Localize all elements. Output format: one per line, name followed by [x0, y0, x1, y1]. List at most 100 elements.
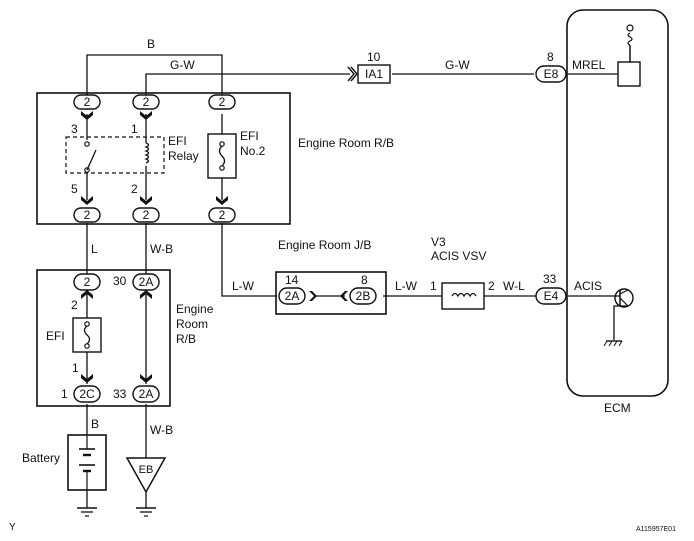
efi-relay-label: EFI [168, 134, 187, 148]
connector-2a-lower-upper: 2A [132, 273, 160, 291]
connector-2-top-mid: 2 [132, 94, 160, 110]
vsv-name-label: ACIS VSV [431, 249, 486, 263]
wire-gw-top [145, 73, 350, 97]
pin-label: 1 [61, 387, 68, 401]
connector-2-lower-left: 2 [73, 273, 101, 291]
connector-2-bottom-mid: 2 [132, 207, 160, 223]
chevron-icon [216, 196, 228, 205]
engine-room-rb-upper-box [36, 92, 291, 225]
engine-room-rb-lower-label: R/B [176, 332, 196, 346]
pin-label: 33 [113, 387, 127, 401]
pin-label: 2 [71, 298, 78, 312]
chevron-icon [140, 374, 152, 383]
svg-text:2: 2 [143, 95, 150, 109]
pin-label: 2 [488, 279, 495, 293]
ground-icon [77, 507, 97, 517]
chevron-icon [140, 196, 152, 205]
efi-fuse [72, 317, 102, 353]
svg-text:2C: 2C [79, 387, 95, 401]
connector-2-bottom-right: 2 [208, 207, 236, 223]
pin-label: 1 [72, 361, 79, 375]
wire-label: L [91, 242, 98, 256]
battery-icon [67, 434, 107, 491]
chevron-icon [309, 291, 317, 301]
chevron-icon [81, 290, 93, 299]
pin-label: 5 [71, 182, 78, 196]
mrel-driver-icon [617, 24, 641, 87]
ground-eb-label: EB [139, 464, 154, 476]
chevron-icon [140, 290, 152, 299]
wire-lw-left [221, 223, 277, 297]
ground-eb-icon [125, 457, 167, 494]
connector-2-bottom-left: 2 [73, 207, 101, 223]
transistor-icon [603, 288, 634, 347]
connector-2a-jb: 2A [278, 287, 306, 305]
svg-text:2: 2 [219, 208, 226, 222]
pin-label: 8 [547, 50, 554, 64]
efi-relay-label: Relay [168, 149, 199, 163]
pin-label: 30 [113, 274, 127, 288]
svg-text:2B: 2B [356, 289, 371, 303]
wire-b-top [86, 54, 223, 97]
wire-label: B [147, 37, 155, 51]
svg-text:2A: 2A [139, 275, 154, 289]
ecm-label: ECM [604, 401, 631, 415]
svg-text:2: 2 [219, 95, 226, 109]
efi-no2-label: EFI [240, 129, 259, 143]
engine-room-rb-lower-label: Engine [176, 302, 214, 316]
efi-no2-fuse [207, 133, 237, 179]
svg-text:2: 2 [84, 275, 91, 289]
chevron-icon [81, 374, 93, 383]
acis-vsv-coil [441, 282, 485, 310]
connector-2-top-right: 2 [208, 94, 236, 110]
efi-fuse-label: EFI [46, 329, 65, 343]
wire-label: B [91, 417, 99, 431]
svg-text:2A: 2A [285, 289, 300, 303]
wire-label: W-B [150, 423, 173, 437]
pin-label: 1 [430, 279, 437, 293]
wire-label: G-W [445, 58, 470, 72]
pin-label: 1 [131, 122, 138, 136]
chevron-icon [81, 111, 93, 120]
wire-label: G-W [170, 58, 195, 72]
svg-text:E8: E8 [544, 67, 559, 81]
engine-room-rb-lower-box [36, 269, 171, 407]
svg-text:2: 2 [143, 208, 150, 222]
efi-relay [65, 136, 165, 174]
wire-label: ACIS [574, 279, 602, 293]
pin-label: 3 [71, 122, 78, 136]
engine-room-jb-box [275, 271, 387, 315]
connector-2-top-left: 2 [73, 94, 101, 110]
wire-label: W-B [150, 242, 173, 256]
engine-room-rb-upper-label: Engine Room R/B [298, 136, 394, 150]
svg-text:IA1: IA1 [365, 67, 383, 81]
chevron-icon [340, 291, 348, 301]
ecm-box [566, 9, 669, 397]
pin-label: 14 [285, 273, 299, 287]
corner-mark: Y [9, 522, 16, 533]
pin-label: 8 [361, 273, 368, 287]
wire-label: L-W [395, 279, 418, 293]
connector-ia1: IA1 [347, 64, 391, 84]
svg-text:2: 2 [84, 208, 91, 222]
ground-icon [136, 507, 156, 517]
svg-text:2: 2 [84, 95, 91, 109]
wire-label: MREL [572, 58, 606, 72]
pin-label: 2 [131, 182, 138, 196]
svg-text:2A: 2A [139, 387, 154, 401]
battery-label: Battery [22, 451, 60, 465]
wire-label: L-W [232, 279, 255, 293]
chevron-icon [140, 111, 152, 120]
chevron-icon [81, 196, 93, 205]
pin-label: 33 [543, 272, 557, 286]
engine-room-jb-label: Engine Room J/B [278, 238, 371, 252]
vsv-code-label: V3 [431, 235, 446, 249]
connector-2c: 2C [73, 385, 101, 403]
efi-no2-label: No.2 [240, 144, 266, 158]
connector-2a-lower-bottom: 2A [132, 385, 160, 403]
wire-label: W-L [503, 279, 525, 293]
svg-text:E4: E4 [544, 289, 559, 303]
connector-e4: E4 [535, 287, 567, 305]
engine-room-rb-lower-label: Room [176, 317, 208, 331]
